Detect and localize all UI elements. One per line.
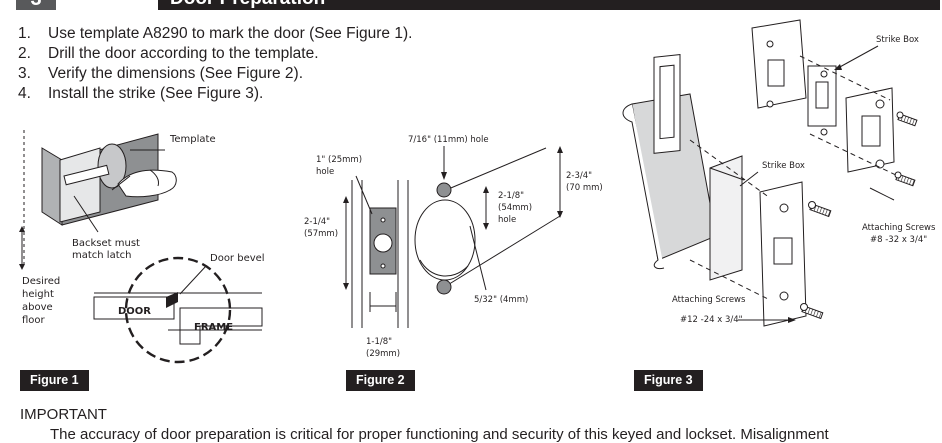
dim-214-label-2: (57mm): [304, 229, 338, 239]
dim-234-label-2: (70 mm): [566, 183, 603, 193]
desired-label-1: Desired: [22, 276, 60, 287]
backset-label-1: Backset must: [72, 238, 140, 249]
step-item: 3.Verify the dimensions (See Figure 2).: [18, 65, 304, 82]
desired-label-3: above: [22, 302, 53, 313]
dim-214-label-1: 2-1/4": [304, 217, 330, 227]
figure-1-tag: Figure 1: [20, 370, 89, 391]
screw-icon: [896, 111, 918, 127]
step-number: 3: [16, 0, 56, 9]
step-item: 1.Use template A8290 to mark the door (S…: [18, 25, 413, 42]
step-item: 4.Install the strike (See Figure 3).: [18, 85, 264, 102]
frame-label: FRAME: [194, 322, 233, 333]
figure-3-drawing: [622, 19, 918, 327]
door-label: DOOR: [118, 306, 151, 317]
section-header-bar: Door Preparation: [158, 0, 940, 10]
door-preparation-illustrations: Template Backset must match latch Desire…: [19, 19, 936, 364]
attach-screws-bottom-label: Attaching Screws: [672, 295, 746, 305]
strike-box-top-label: Strike Box: [876, 35, 919, 45]
step-item: 2.Drill the door according to the templa…: [18, 45, 319, 62]
figure-2-tag: Figure 2: [346, 370, 415, 391]
attach-screws-right-label: Attaching Screws: [862, 223, 936, 233]
screw-icon: [808, 201, 832, 218]
template-label: Template: [169, 134, 216, 145]
dim-118-label-2: (29mm): [366, 349, 400, 359]
attach-size-right-label: #8 -32 x 3/4": [870, 235, 927, 245]
hole-1in-label-2: hole: [316, 167, 334, 177]
backset-label-2: match latch: [72, 250, 131, 261]
instruction-steps: 1.Use template A8290 to mark the door (S…: [18, 24, 412, 104]
dim-532-label: 5/32" (4mm): [474, 295, 528, 305]
dim-218-label-2: (54mm): [498, 203, 532, 213]
figure-3-tag: Figure 3: [634, 370, 703, 391]
desired-label-2: height: [22, 289, 54, 300]
important-paragraph: The accuracy of door preparation is crit…: [50, 426, 829, 443]
dim-118-label-1: 1-1/8": [366, 337, 392, 347]
dim-234-label-1: 2-3/4": [566, 171, 592, 181]
screw-icon: [800, 303, 824, 320]
dim-218-label-3: hole: [498, 215, 516, 225]
step-number-badge: 3: [16, 0, 56, 10]
strike-box-mid-label: Strike Box: [762, 161, 805, 171]
important-heading: IMPORTANT: [20, 406, 107, 423]
desired-label-4: floor: [22, 315, 46, 326]
attach-size-bottom-label: #12 -24 x 3/4": [680, 315, 743, 325]
hole-top-label: 7/16" (11mm) hole: [408, 135, 489, 145]
screw-icon: [894, 171, 916, 187]
section-title: Door Preparation: [170, 0, 325, 10]
dim-218-label-1: 2-1/8": [498, 191, 524, 201]
figure-2-drawing: [343, 146, 563, 328]
hole-1in-label-1: 1" (25mm): [316, 155, 362, 165]
figure-1-drawing: [19, 130, 263, 364]
door-bevel-label: Door bevel: [210, 253, 265, 264]
